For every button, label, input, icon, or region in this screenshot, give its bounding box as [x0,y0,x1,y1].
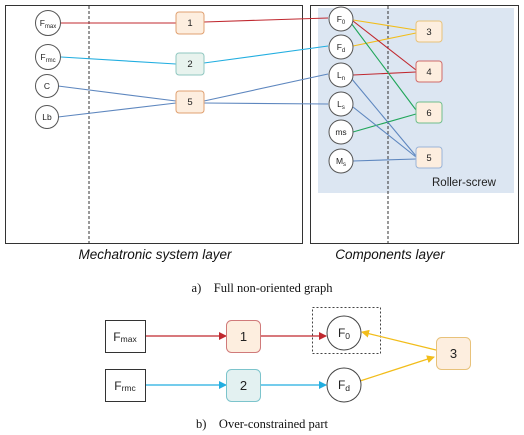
system-relation-5: 5 [175,90,205,114]
relation-b-3: 3 [436,337,471,370]
component-param-ls: Ls [328,91,354,117]
edge-f0-c4 [352,20,417,71]
svg-text:6: 6 [426,108,431,119]
system-param-lb: Lb [35,105,59,129]
edge-fd-c3 [352,32,417,47]
output-fd: Fd [326,367,362,403]
svg-text:1: 1 [187,18,192,29]
component-param-ms: ms [328,119,354,145]
edge-r5-ls [203,102,329,105]
svg-text:5: 5 [187,97,192,108]
relation-b-2: 2 [226,369,261,402]
edge-ms-c6 [352,113,417,133]
system-param-c: C [35,74,59,98]
svg-text:Fmax: Fmax [40,18,57,30]
svg-text:Frmc: Frmc [40,52,55,64]
edge-f0-c6 [350,22,417,111]
edge-r5-ln [203,73,329,102]
edge-b-r3-f0 [361,329,437,351]
svg-text:Ls: Ls [337,99,345,111]
system-relation-1: 1 [175,11,205,35]
component-param-f0: F0 [328,6,354,32]
relation-b-1: 1 [226,320,261,353]
output-f0: F0 [326,315,362,351]
edge-c-r5 [57,85,177,102]
edge-ln-c4 [352,71,417,76]
svg-text:1: 1 [240,329,247,344]
system-param-fmax: Fmax [35,10,61,36]
component-relation-3: 3 [415,20,443,43]
svg-text:5: 5 [426,153,431,164]
input-fmax: Fmax [105,320,146,353]
edge-lb-r5 [57,102,177,118]
edge-ms-s-c5 [352,158,417,162]
system-relation-2: 2 [175,52,205,76]
edge-b-fd-r3 [359,355,435,382]
edges-part-a [57,17,417,162]
edge-r1-f0 [203,17,329,23]
f0-dashed-frame [312,307,381,354]
svg-text:Ms: Ms [336,156,346,168]
edge-ln-c5 [350,77,417,157]
svg-text:Fd: Fd [337,42,346,54]
component-param-ms-upper: Ms [328,148,354,174]
svg-text:2: 2 [240,378,247,393]
svg-text:Lb: Lb [42,112,52,122]
svg-text:2: 2 [187,59,192,70]
part-b-over-constrained: Fmax Frmc 1 2 3 F0 Fd b) Over-constra [105,307,471,431]
mechatronic-layer-label: Mechatronic system layer [78,247,232,262]
svg-text:Ln: Ln [337,70,345,82]
component-relation-5: 5 [415,146,443,169]
svg-text:4: 4 [426,67,431,78]
svg-text:3: 3 [426,27,431,38]
svg-text:F0: F0 [337,14,346,26]
svg-text:Fd: Fd [338,378,350,393]
part-a-full-graph: Fmax Frmc C Lb 1 2 5 F0 [5,5,519,295]
caption-b: b) Over-constrained part [196,417,329,431]
svg-text:C: C [44,81,50,91]
components-layer-label: Components layer [335,247,445,262]
roller-screw-label: Roller-screw [432,177,497,189]
system-param-frmc: Frmc [35,44,61,70]
edge-r2-fd [203,45,329,64]
component-relation-6: 6 [415,101,443,124]
svg-text:ms: ms [335,127,346,137]
caption-a: a) Full non-oriented graph [192,281,334,295]
edge-frmc-r2 [60,56,177,65]
edge-ls-c5 [352,106,417,158]
input-frmc: Frmc [105,369,146,402]
svg-text:Frmc: Frmc [114,379,136,393]
svg-text:3: 3 [450,346,457,361]
edge-f0-c3 [352,19,417,31]
component-param-ln: Ln [328,62,354,88]
svg-text:F0: F0 [338,326,350,341]
component-param-fd: Fd [328,34,354,60]
svg-text:Fmax: Fmax [113,330,137,344]
component-relation-4: 4 [415,60,443,83]
